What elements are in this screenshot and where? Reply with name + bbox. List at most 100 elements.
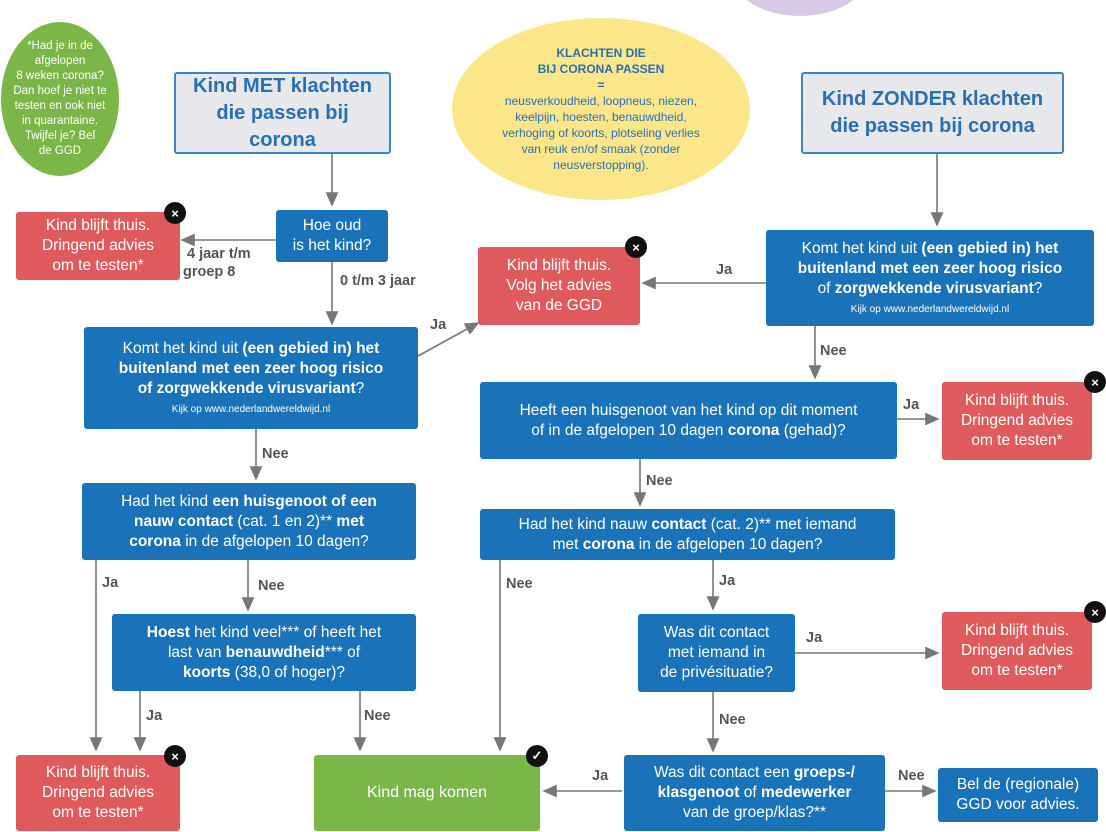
- edge-label-ja: Ja: [903, 397, 920, 413]
- text-bold: een huisgenoot of een: [212, 492, 377, 510]
- text-bold: benauwdheid: [225, 643, 325, 661]
- edge-label-nee: Nee: [258, 578, 285, 594]
- stay-home-test-box: Kind blijft thuis. Dringend advies om te…: [942, 612, 1092, 690]
- text-bold: corona: [727, 421, 780, 439]
- stay-home-line: Kind blijft thuis.: [45, 764, 151, 781]
- note-line: in quarantaine.: [21, 115, 99, 127]
- text: Heeft een huisgenoot van het kind op dit…: [519, 401, 858, 419]
- edge-label-age-old: groep 8: [183, 264, 236, 280]
- text: met iemand in: [667, 644, 766, 661]
- note-line: Twijfel je? Bel: [24, 130, 96, 142]
- housemate-question: Heeft een huisgenoot van het kind op dit…: [480, 382, 897, 459]
- text: of: [817, 280, 835, 297]
- edge-label-nee: Nee: [820, 343, 847, 359]
- note-line: 8 weken corona?: [16, 70, 104, 82]
- edge-label-age-young: 0 t/m 3 jaar: [340, 273, 416, 289]
- stay-home-line: Dringend advies: [960, 412, 1073, 429]
- text-bold: (een gebied in) het: [921, 240, 1059, 257]
- text-bold: contact: [651, 515, 707, 533]
- text: Had het kind: [121, 492, 213, 510]
- text-bold: koorts: [183, 663, 231, 681]
- note-line: Dan hoef je niet te: [13, 85, 107, 97]
- text-bold: Hoest: [146, 623, 190, 641]
- stay-home-line: om te testen*: [52, 257, 144, 274]
- text: GGD voor advies.: [956, 796, 1080, 813]
- text: of: [739, 784, 761, 801]
- text: in de afgelopen 10 dagen?: [634, 535, 823, 553]
- text: het kind veel*** of heeft het: [189, 623, 382, 641]
- stay-home-ggd-box: Kind blijft thuis. Volg het advies van d…: [478, 247, 640, 325]
- note-line: afgelopen: [34, 55, 86, 67]
- text: (38,0 of hoger)?: [230, 663, 345, 681]
- stay-home-line: om te testen*: [52, 804, 144, 821]
- header-line: die passen bij corona: [216, 101, 349, 151]
- edge-label-ja: Ja: [716, 262, 733, 278]
- stay-home-line: Kind blijft thuis.: [964, 622, 1070, 639]
- complaints-title: KLACHTEN DIE: [556, 46, 646, 60]
- cross-badge-icon: ×: [625, 236, 647, 258]
- abroad-question-right: Komt het kind uit (een gebied in) het bu…: [766, 230, 1094, 326]
- text-bold: medewerker: [760, 784, 852, 801]
- check-badge-icon: ✓: [526, 745, 548, 767]
- text: (cat. 2)** met iemand: [706, 515, 857, 533]
- website-note: Kijk op www.nederlandwereldwijd.nl: [171, 404, 331, 415]
- text: *** of: [324, 643, 361, 661]
- edge-label-ja: Ja: [806, 630, 823, 646]
- stay-home-line: Kind blijft thuis.: [964, 392, 1070, 409]
- complaints-line: neusverkoudheid, loopneus, niezen,: [504, 94, 698, 108]
- group-question: Was dit contact een groeps-/ klasgenoot …: [624, 755, 885, 831]
- edge-label-ja: Ja: [719, 573, 736, 589]
- edge-label-nee: Nee: [506, 576, 533, 592]
- prior-corona-note: *Had je in de afgelopen 8 weken corona? …: [1, 22, 119, 176]
- text-bold: klasgenoot: [657, 784, 740, 801]
- header-with-complaints: Kind MET klachten die passen bij corona: [174, 72, 391, 154]
- stay-home-line: van de GGD: [515, 297, 603, 314]
- cross-badge-icon: ×: [1084, 371, 1106, 393]
- arrow-abroad-left-to-ggd: [417, 322, 480, 357]
- note-line: *Had je in de: [27, 40, 93, 52]
- text-bold: of zorgwekkende virusvariant: [137, 380, 356, 397]
- text: Had het kind nauw: [518, 515, 652, 533]
- text-bold: zorgwekkende virusvariant: [834, 280, 1034, 297]
- edge-label-ja: Ja: [146, 708, 163, 724]
- text: Was dit contact een: [653, 764, 794, 781]
- complaints-line: neusverstopping).: [553, 158, 649, 172]
- cough-question: Hoest het kind veel*** of heeft het last…: [112, 614, 416, 691]
- abroad-question-left: Komt het kind uit (een gebied in) het bu…: [84, 327, 418, 429]
- private-question: Was dit contact met iemand in de privési…: [638, 614, 795, 692]
- stay-home-test-box: Kind blijft thuis. Dringend advies om te…: [16, 755, 180, 831]
- text: Was dit contact: [663, 624, 770, 641]
- text: ?: [1033, 280, 1043, 297]
- edge-label-nee: Nee: [262, 446, 289, 462]
- text-bold: corona: [582, 535, 635, 553]
- cross-badge-icon: ×: [1084, 601, 1106, 623]
- edge-label-ja: Ja: [430, 317, 447, 333]
- edge-label-nee: Nee: [719, 712, 746, 728]
- cross-badge-icon: ×: [164, 745, 186, 767]
- text: de privésituatie?: [660, 664, 773, 681]
- stay-home-test-box: Kind blijft thuis. Dringend advies om te…: [16, 212, 180, 280]
- note-line: testen en ook niet: [14, 100, 106, 112]
- edge-label-age-old: 4 jaar t/m: [187, 246, 251, 262]
- edge-label-nee: Nee: [898, 768, 925, 784]
- contact-question-right: Had het kind nauw contact (cat. 2)** met…: [480, 509, 895, 560]
- text: in de afgelopen 10 dagen?: [180, 532, 369, 550]
- stay-home-line: om te testen*: [971, 662, 1063, 679]
- stay-home-line: om te testen*: [971, 432, 1063, 449]
- text: ?: [355, 380, 365, 397]
- contact-question-left: Had het kind een huisgenoot of een nauw …: [82, 483, 416, 560]
- edge-label-ja: Ja: [102, 575, 119, 591]
- edge-label-nee: Nee: [364, 708, 391, 724]
- complaints-line: keelpijn, hoesten, benauwdheid,: [515, 110, 687, 124]
- text: (gehad)?: [779, 421, 846, 439]
- text: met: [552, 535, 583, 553]
- text-bold: groeps-/: [793, 764, 855, 781]
- age-line: Hoe oud: [302, 217, 362, 234]
- text: Bel de (regionale): [956, 776, 1080, 793]
- call-ggd-box: Bel de (regionale) GGD voor advies.: [938, 768, 1098, 822]
- complaints-ellipse: KLACHTEN DIE BIJ CORONA PASSEN = neusver…: [452, 18, 750, 200]
- text: (cat. 1 en 2)**: [233, 512, 337, 530]
- complaints-equals: =: [597, 78, 605, 92]
- complaints-title: BIJ CORONA PASSEN: [537, 62, 665, 76]
